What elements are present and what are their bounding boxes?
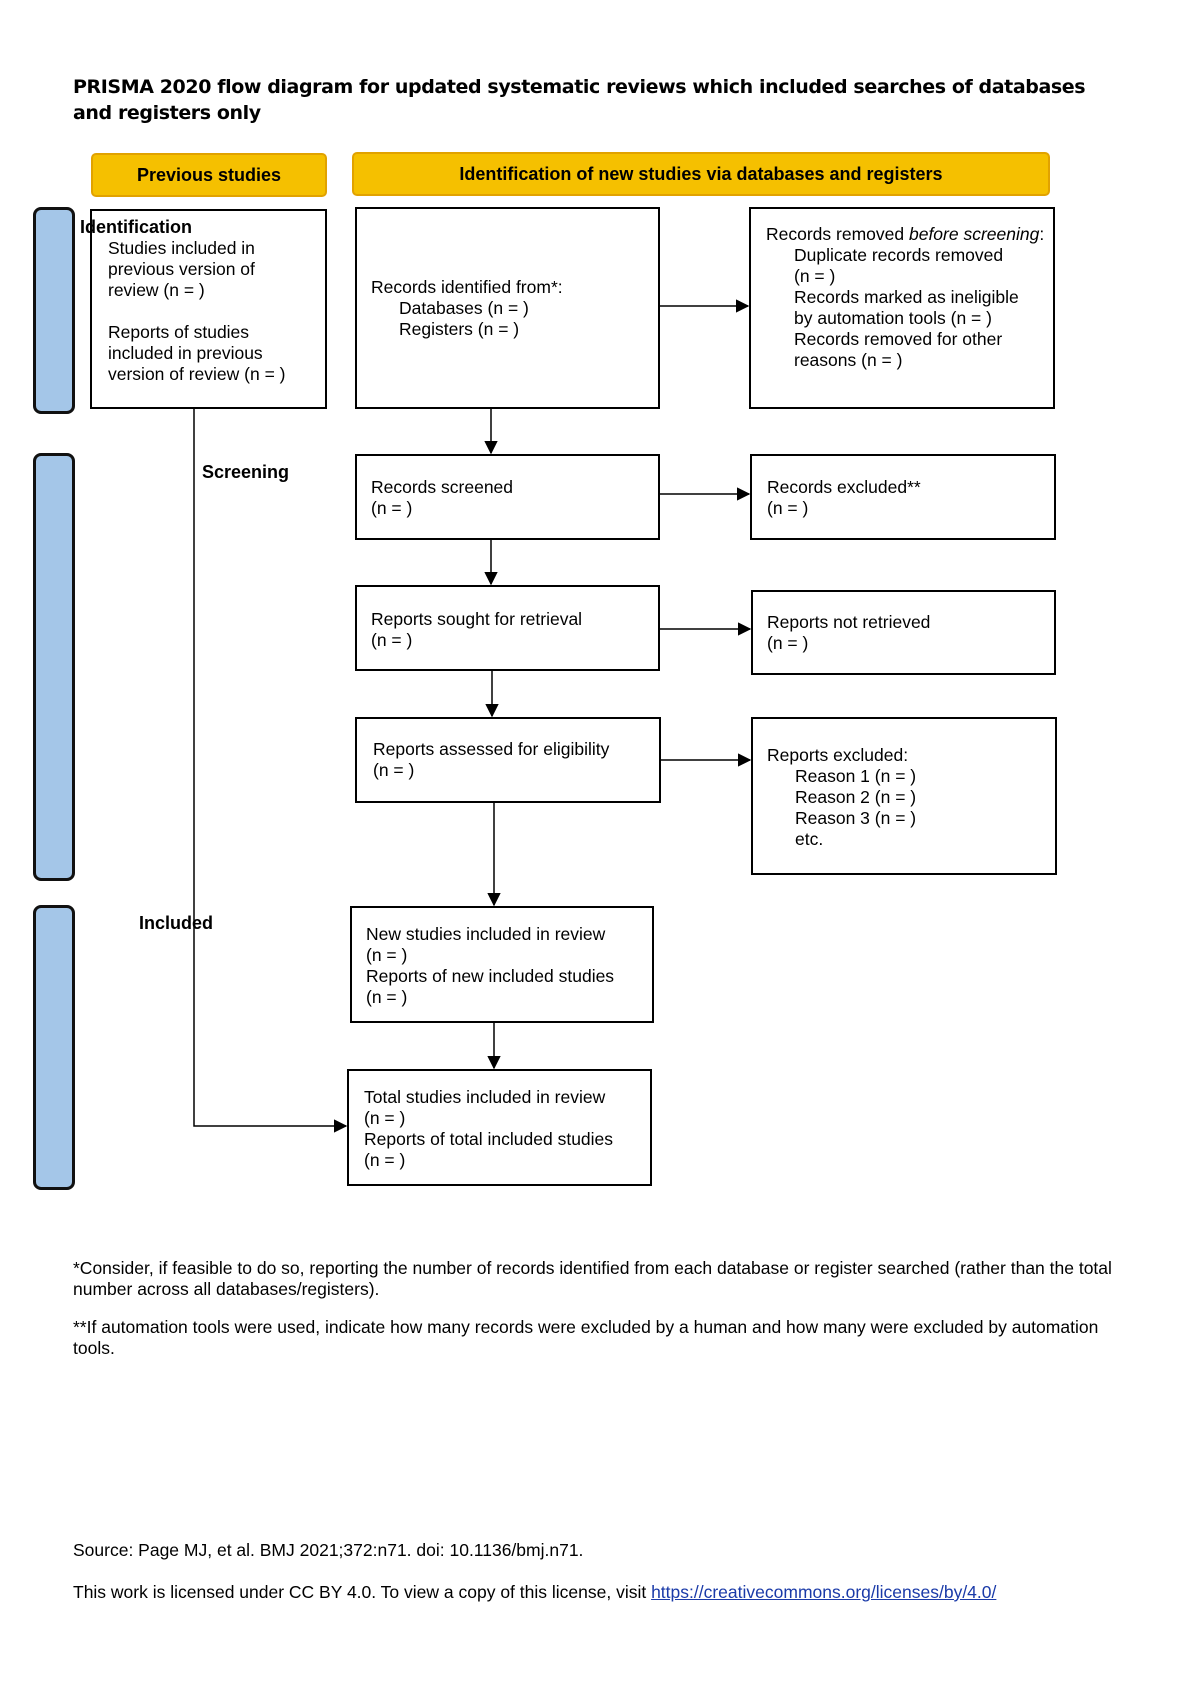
reports-excluded-label: Reports excluded: [767,745,909,765]
new-reports-n: (n = ) [366,987,408,1007]
reports-sought-label: Reports sought for retrieval [371,609,583,629]
previous-reports-line-1: Reports of studies [108,322,250,342]
previous-studies-line-3: review (n = ) [108,280,205,300]
reports-excluded-etc: etc. [795,829,824,849]
box-reports-excluded: Reports excluded: Reason 1 (n = ) Reason… [751,717,1057,875]
phase-label-screening: Screening [202,462,290,482]
total-reports-label: Reports of total included studies [364,1129,614,1149]
phase-label-identification: Identification [80,217,192,237]
phase-bar-screening [33,453,75,881]
source-citation: Source: Page MJ, et al. BMJ 2021;372:n71… [73,1540,584,1560]
phase-bar-identification [33,207,75,414]
ineligible-line-1: Records marked as ineligible [794,287,1019,307]
box-reports-not-retrieved: Reports not retrieved (n = ) [751,590,1056,675]
records-excluded-n: (n = ) [767,498,809,518]
reports-excluded-reason-2: Reason 2 (n = ) [795,787,917,807]
reports-sought-n: (n = ) [371,630,413,650]
box-records-removed: Records removed before screening: Duplic… [749,207,1055,409]
total-studies-label: Total studies included in review [364,1087,606,1107]
duplicate-removed-line-1: Duplicate records removed [794,245,1004,265]
phase-bar-included [33,905,75,1190]
records-excluded-label: Records excluded** [767,477,921,497]
header-previous-studies: Previous studies [91,153,327,197]
previous-studies-line-2: previous version of [108,259,255,279]
box-reports-assessed: Reports assessed for eligibility (n = ) [355,717,661,803]
footnote-1: *Consider, if feasible to do so, reporti… [73,1258,1112,1299]
box-previous-studies: Studies included in previous version of … [90,209,327,409]
box-reports-sought: Reports sought for retrieval (n = ) [355,585,660,671]
license-notice: This work is licensed under CC BY 4.0. T… [73,1582,1133,1603]
records-removed-heading: Records removed before screening: [766,224,1045,244]
reports-not-retrieved-label: Reports not retrieved [767,612,931,632]
box-records-identified: Records identified from*: Databases (n =… [355,207,660,409]
records-identified-registers: Registers (n = ) [399,319,520,339]
reports-assessed-label: Reports assessed for eligibility [373,739,610,759]
new-studies-n: (n = ) [366,945,408,965]
reports-excluded-reason-1: Reason 1 (n = ) [795,766,917,786]
ineligible-line-2: by automation tools (n = ) [794,308,992,328]
page-title: PRISMA 2020 flow diagram for updated sys… [73,76,1086,124]
reports-not-retrieved-n: (n = ) [767,633,809,653]
license-link[interactable]: https://creativecommons.org/licenses/by/… [651,1582,997,1602]
reports-excluded-reason-3: Reason 3 (n = ) [795,808,917,828]
duplicate-removed-line-2: (n = ) [794,266,836,286]
new-reports-label: Reports of new included studies [366,966,615,986]
footnote-2: **If automation tools were used, indicat… [73,1317,1099,1358]
previous-studies-line-1: Studies included in [108,238,255,258]
records-identified-databases: Databases (n = ) [399,298,529,318]
arrow-previous-to-total [193,409,348,1133]
other-removed-line-1: Records removed for other [794,329,1003,349]
reports-assessed-n: (n = ) [373,760,415,780]
total-reports-n: (n = ) [364,1150,406,1170]
records-screened-label: Records screened [371,477,514,497]
records-identified-heading: Records identified from*: [371,277,563,297]
total-studies-n: (n = ) [364,1108,406,1128]
box-records-excluded: Records excluded** (n = ) [750,454,1056,540]
box-total-studies-included: Total studies included in review (n = ) … [347,1069,652,1186]
box-records-screened: Records screened (n = ) [355,454,660,540]
license-text: This work is licensed under CC BY 4.0. T… [73,1582,652,1602]
new-studies-label: New studies included in review [366,924,606,944]
other-removed-line-2: reasons (n = ) [794,350,903,370]
box-new-studies-included: New studies included in review (n = ) Re… [350,906,654,1023]
header-new-studies: Identification of new studies via databa… [352,152,1050,196]
records-screened-n: (n = ) [371,498,413,518]
previous-reports-line-2: included in previous [108,343,263,363]
previous-reports-line-3: version of review (n = ) [108,364,286,384]
